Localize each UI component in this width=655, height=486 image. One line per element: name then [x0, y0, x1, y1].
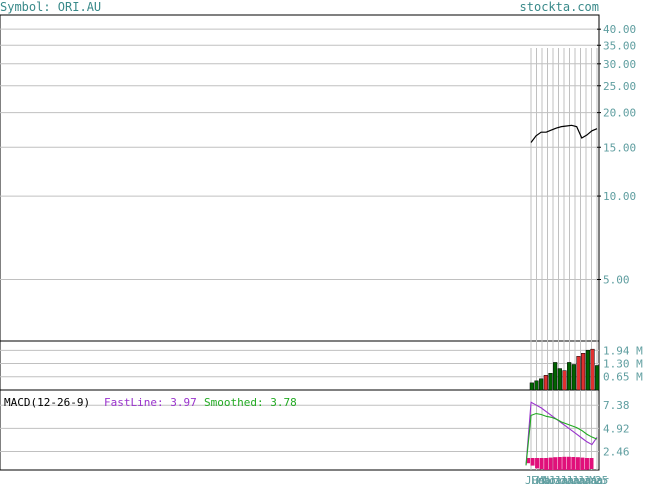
volume-bar [529, 382, 534, 391]
price-tick-label: 5.00 [603, 274, 630, 287]
price-tick-label: 25.00 [603, 80, 636, 93]
macd-histogram-bar [530, 458, 535, 466]
x-axis-label: Nov [543, 474, 563, 486]
macd-histogram-bar [584, 458, 589, 470]
volume-bar [567, 362, 572, 391]
macd-lines [525, 401, 598, 466]
price-tick-label: 30.00 [603, 58, 636, 71]
volume-bar [571, 364, 576, 391]
macd-histogram-bar [544, 458, 549, 470]
volume-bar [590, 348, 595, 391]
macd-fastline-label: FastLine: 3.97 [104, 396, 197, 409]
macd-smoothed-label: Smoothed: 3.78 [204, 396, 297, 409]
x-axis-label: Jan [572, 474, 592, 486]
x-axis-label: 25 [595, 474, 608, 486]
volume-bar [557, 368, 562, 391]
x-axis-label: Mar [589, 474, 609, 486]
macd-histogram-bar [562, 456, 567, 470]
price-tick-label: 15.00 [603, 141, 636, 154]
x-axis-label: Jan [566, 474, 586, 486]
volume-bar [534, 380, 539, 391]
volume-bar [595, 365, 600, 391]
volume-bar [576, 356, 581, 391]
macd-title: MACD(12-26-9) [4, 396, 90, 409]
volume-bar [562, 370, 567, 391]
x-axis-label: Jan [560, 474, 580, 486]
x-axis-label: Jun [525, 474, 545, 486]
volume-tick-label: 0.65 M [603, 371, 643, 384]
macd-smoothed-line [525, 412, 598, 466]
symbol-label: Symbol: ORI.AU [0, 0, 101, 14]
volume-axis: 1.94 M1.30 M0.65 M [603, 344, 643, 383]
price-tick-label: 40.00 [603, 23, 636, 36]
volume-bar [539, 378, 544, 391]
macd-histogram-bar [526, 458, 531, 464]
macd-axis: 7.38 4.92 2.46 [603, 399, 630, 458]
price-series [530, 124, 598, 143]
macd-tick-label: 2.46 [603, 446, 630, 459]
macd-panel-frame [0, 389, 600, 471]
macd-histogram [526, 456, 594, 470]
macd-tick-label: 4.92 [603, 422, 630, 435]
volume-tick-label: 1.94 M [603, 344, 643, 357]
macd-histogram-bar [539, 458, 544, 470]
macd-histogram-bar [535, 458, 540, 469]
macd-histogram-bar [580, 457, 585, 470]
x-axis-label: Jan [578, 474, 598, 486]
volume-bar [581, 353, 586, 391]
volume-bar [548, 373, 553, 391]
volume-panel-frame [0, 340, 600, 391]
macd-histogram-bar [553, 457, 558, 470]
macd-gridlines [0, 404, 599, 453]
vertical-gridlines [530, 48, 598, 470]
price-tick-label: 35.00 [603, 39, 636, 52]
macd-histogram-bar [557, 457, 562, 470]
x-axis-label: Mar [537, 474, 557, 486]
volume-bar [553, 362, 558, 391]
macd-histogram-bar [589, 458, 594, 469]
macd-fastline [525, 401, 598, 466]
macd-histogram-bar [575, 457, 580, 470]
price-tick-label: 10.00 [603, 190, 636, 203]
price-axis: 40.00 35.00 30.00 25.00 20.00 15.00 10.00 5.00 [597, 23, 636, 287]
volume-bars [529, 348, 600, 391]
x-axis-label: Feb [531, 474, 551, 486]
x-axis-label: Jan [554, 474, 574, 486]
macd-tick-label: 7.38 [603, 399, 630, 412]
price-tick-label: 20.00 [603, 107, 636, 120]
volume-bar [585, 349, 590, 391]
volume-tick-label: 1.30 M [603, 357, 643, 370]
site-label[interactable]: stockta.com [520, 0, 599, 14]
x-axis-label: Jan [548, 474, 568, 486]
volume-bar [543, 375, 548, 391]
price-line [530, 124, 598, 143]
macd-histogram-bar [548, 457, 553, 470]
x-axis-label: Jan [583, 474, 603, 486]
price-gridlines [0, 28, 599, 281]
macd-histogram-bar [571, 457, 576, 470]
volume-gridlines [0, 349, 599, 378]
macd-histogram-bar [566, 456, 571, 470]
